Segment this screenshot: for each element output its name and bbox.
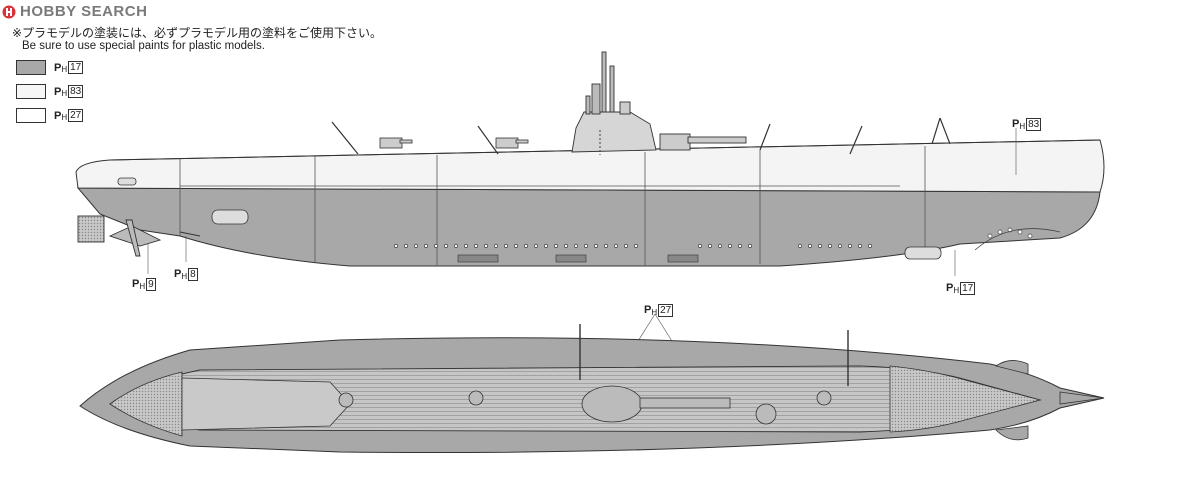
hull-frame-lines [179, 146, 926, 266]
upper-hull [75, 139, 1105, 193]
deck-gun [659, 133, 747, 151]
hobby-search-logo-icon [2, 5, 16, 18]
keel-grills [457, 254, 699, 263]
lower-hull [76, 187, 1101, 267]
deck-masts [331, 117, 951, 155]
aa-guns [379, 137, 529, 149]
stern-gear [77, 215, 201, 257]
conning-tower [571, 51, 657, 155]
vent-holes [394, 244, 872, 248]
paint-note-japanese: ※プラモデルの塗装には、必ずプラモデル用の塗料をご使用下さい。 [12, 26, 383, 40]
legend-swatch-ph83 [16, 84, 46, 99]
top-tower [338, 385, 832, 425]
legend-swatch-ph27 [16, 108, 46, 123]
legend-swatch-ph17 [16, 60, 46, 75]
brand: HOBBY SEARCH [2, 3, 147, 20]
brand-name: HOBBY SEARCH [20, 3, 148, 20]
side-hatches [117, 177, 942, 260]
top-fins [995, 360, 1105, 441]
paint-note-english: Be sure to use special paints for plasti… [22, 40, 265, 52]
